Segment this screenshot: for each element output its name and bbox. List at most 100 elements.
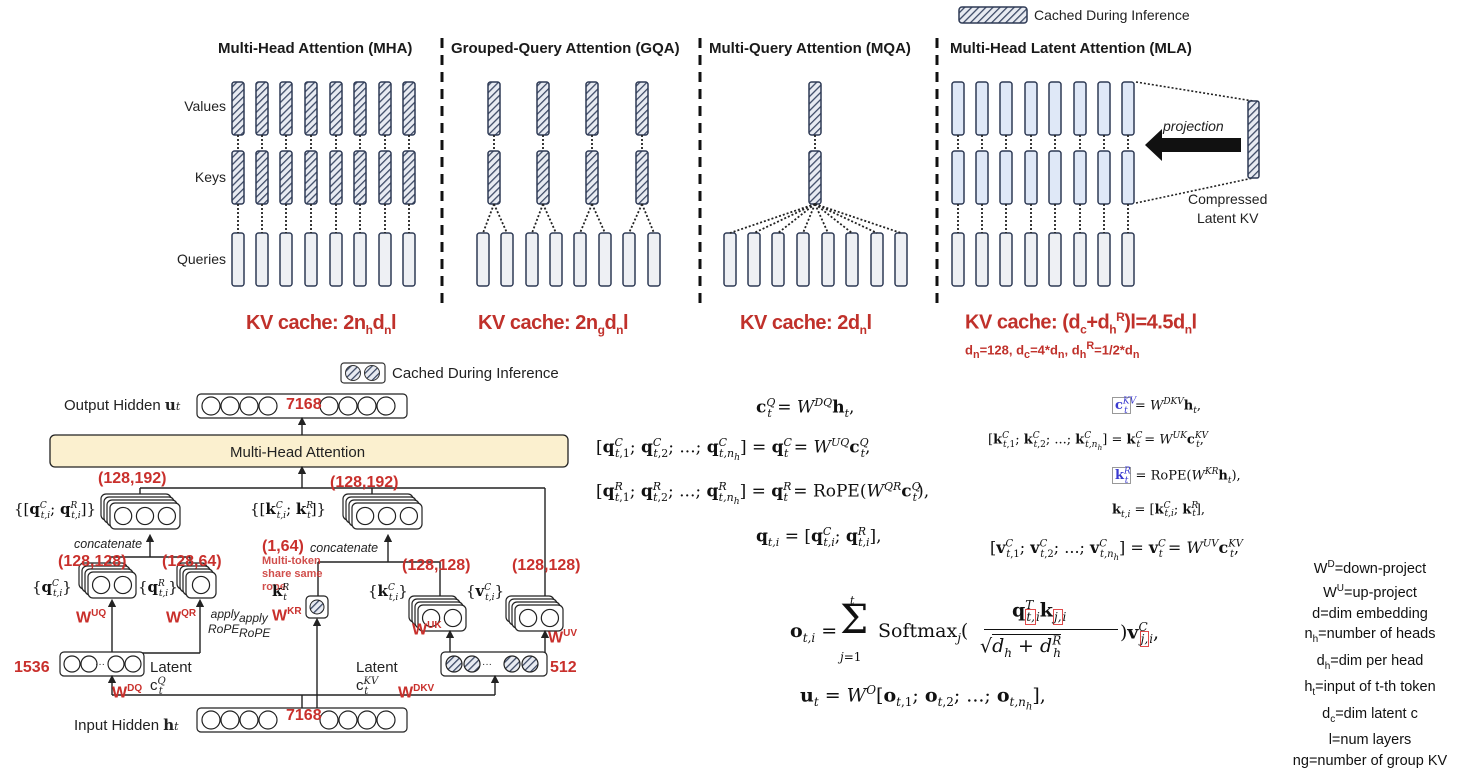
key-head bbox=[487, 150, 501, 205]
t: W bbox=[548, 629, 564, 647]
w-kr-label: WKR bbox=[272, 606, 302, 625]
latent-q-dim: 1536 bbox=[14, 659, 50, 676]
panel-title-mqa: Multi-Query Attention (MQA) bbox=[709, 40, 911, 57]
query-head bbox=[525, 232, 539, 287]
output-neuron bbox=[338, 396, 358, 416]
query-head bbox=[845, 232, 859, 287]
multi-head-attention-block bbox=[49, 434, 569, 468]
key-head bbox=[975, 150, 989, 205]
value-head bbox=[255, 81, 269, 136]
qr-label: {qRt,i} bbox=[138, 578, 178, 599]
w-uv-label: WUV bbox=[548, 628, 577, 647]
t: DKV bbox=[413, 683, 435, 694]
t: UV bbox=[563, 628, 578, 639]
output-neuron bbox=[319, 396, 339, 416]
equations-key: cKVt = WDKVht, [kCt,1; kCt,2; ...; kCt,n… bbox=[988, 390, 1241, 527]
dotted-connector bbox=[814, 203, 829, 234]
projection-label: projection bbox=[1163, 118, 1224, 134]
top-legend: Cached During Inference bbox=[958, 6, 1190, 24]
eq-qc: [qCt,1; qCt,2; ...; qCt,nh] = qCt = WUQc… bbox=[596, 436, 871, 464]
latent-q-vector bbox=[59, 651, 145, 677]
dotted-connector bbox=[814, 203, 902, 234]
kv-text: l bbox=[391, 312, 397, 334]
key-head bbox=[635, 150, 649, 205]
dotted-connector bbox=[814, 203, 878, 234]
kv-sub: h bbox=[1109, 322, 1117, 337]
kc-stack-neuron bbox=[443, 608, 463, 628]
t: =4*d bbox=[1030, 342, 1058, 358]
legend-label: Cached During Inference bbox=[1034, 7, 1190, 23]
input-neuron bbox=[258, 710, 278, 730]
dotted-connector bbox=[579, 203, 593, 234]
t: , d bbox=[1064, 342, 1080, 358]
concatenate-q: concatenate bbox=[74, 537, 143, 551]
key-head bbox=[951, 150, 965, 205]
query-head bbox=[329, 232, 343, 287]
dotted-connector bbox=[482, 203, 495, 234]
t: n bbox=[972, 348, 980, 361]
input-neuron bbox=[376, 710, 396, 730]
t: W bbox=[166, 609, 182, 627]
glossary-symbol: W bbox=[1323, 585, 1337, 602]
t: share same bbox=[262, 568, 323, 580]
key-head bbox=[353, 150, 367, 205]
panel-title-mha: Multi-Head Attention (MHA) bbox=[218, 40, 413, 57]
query-head bbox=[796, 232, 810, 287]
row-label-keys: Keys bbox=[194, 169, 226, 185]
ckv-highlight: cKVt bbox=[1112, 397, 1136, 416]
k-concat-label: {[kCt,i; kRt]} bbox=[250, 500, 327, 521]
qr-dim: (128,64) bbox=[162, 553, 222, 570]
kv-cache-mla: KV cache: (dc+dhR)l=4.5dnl bbox=[965, 310, 1197, 337]
kv-text: l bbox=[623, 312, 629, 334]
ellipsis: ··· bbox=[95, 659, 105, 670]
kv-text: KV cache: 2n bbox=[246, 312, 366, 334]
kv-sub: n bbox=[859, 323, 867, 337]
kv-text: KV cache: 2d bbox=[740, 312, 860, 334]
mha-block-label: Multi-Head Attention bbox=[230, 444, 366, 461]
latent-kv-neuron bbox=[445, 655, 463, 673]
qc-stack-neuron bbox=[113, 575, 133, 595]
glossary-symbol: d bbox=[1316, 652, 1325, 669]
dotted-connector bbox=[641, 203, 655, 234]
glossary-item: dc=dim latent c bbox=[1265, 704, 1472, 730]
t: DQ bbox=[127, 683, 143, 694]
input-neuron bbox=[239, 710, 259, 730]
value-head bbox=[487, 81, 501, 136]
output-neuron bbox=[239, 396, 259, 416]
key-head bbox=[402, 150, 416, 205]
query-head bbox=[353, 232, 367, 287]
key-head bbox=[329, 150, 343, 205]
dotted-connector bbox=[628, 203, 643, 234]
projection-dotted-line bbox=[1135, 81, 1254, 102]
t: UQ bbox=[91, 608, 107, 619]
t: W bbox=[412, 621, 428, 639]
glossary-definition: =dim per head bbox=[1330, 652, 1424, 669]
compressed-label-line1: Compressed bbox=[1188, 191, 1268, 207]
glossary-sub: c bbox=[1330, 713, 1336, 725]
panel-title-gqa: Grouped-Query Attention (GQA) bbox=[451, 40, 680, 57]
dotted-connector bbox=[777, 203, 816, 234]
value-head bbox=[585, 81, 599, 136]
t: W bbox=[398, 684, 414, 702]
glossary-sub: t bbox=[1312, 687, 1316, 699]
latent-kv-neuron bbox=[503, 655, 521, 673]
apply-rope-q: apply RoPE bbox=[208, 607, 239, 637]
apply-rope-k: apply RoPE bbox=[239, 611, 270, 641]
input-neuron bbox=[319, 710, 339, 730]
query-head bbox=[500, 232, 514, 287]
key-head bbox=[1097, 150, 1111, 205]
qc-label: {qCt,i} bbox=[32, 578, 72, 599]
key-head bbox=[1121, 150, 1135, 205]
compressed-latent-kv bbox=[1247, 100, 1260, 179]
kv-cache-mha: KV cache: 2nhdnl bbox=[246, 312, 397, 337]
eq-kr: kRt = RoPE(WKRht), bbox=[988, 460, 1241, 494]
query-head bbox=[951, 232, 965, 287]
glossary-symbol: d bbox=[1312, 605, 1321, 622]
kc-stack-neuron bbox=[421, 608, 441, 628]
latent-q-neuron bbox=[80, 655, 98, 673]
glossary-definition: =input of t-th token bbox=[1315, 679, 1436, 696]
latent-q-label: Latent cQt bbox=[150, 659, 192, 697]
key-head bbox=[1024, 150, 1038, 205]
t: UK bbox=[427, 620, 442, 631]
